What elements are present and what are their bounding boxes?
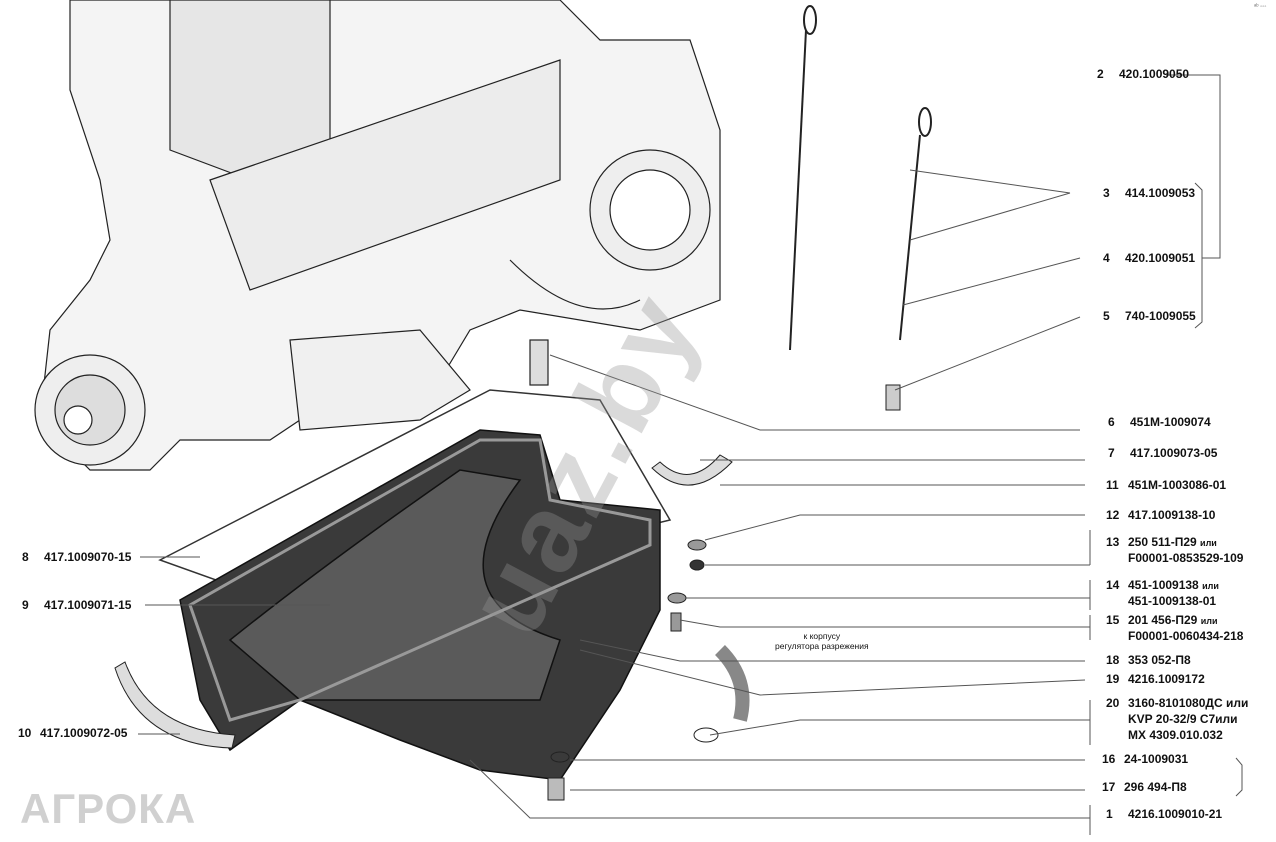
part-code: 296 494-П8 bbox=[1124, 780, 1187, 794]
part-label: 18 353 052-П8 bbox=[1106, 653, 1191, 668]
part-code-alt: MX 4309.010.032 bbox=[1128, 728, 1223, 742]
note-line-1: к корпусу bbox=[803, 631, 841, 641]
small-parts bbox=[547, 539, 750, 801]
part-number: 3 bbox=[1103, 186, 1110, 200]
or-word: или bbox=[1200, 616, 1218, 626]
part-number: 18 bbox=[1106, 653, 1120, 667]
part-number: 7 bbox=[1108, 446, 1115, 460]
part-number: 8 bbox=[22, 550, 29, 564]
part-number: 16 bbox=[1102, 752, 1116, 766]
part-number: 17 bbox=[1102, 780, 1116, 794]
part-number: 15 bbox=[1106, 613, 1120, 627]
part-label: 1 4216.1009010-21 bbox=[1106, 807, 1222, 822]
part-code: 353 052-П8 bbox=[1128, 653, 1191, 667]
part-code: 250 511-П29 bbox=[1128, 535, 1197, 549]
part-number: 2 bbox=[1097, 67, 1104, 81]
part-label: 3 414.1009053 bbox=[1103, 186, 1195, 201]
part-code: 740-1009055 bbox=[1125, 309, 1196, 323]
part-label: 19 4216.1009172 bbox=[1106, 672, 1205, 687]
oil-pan bbox=[179, 429, 661, 781]
part-label: 2 420.1009050 bbox=[1097, 67, 1189, 82]
part-code: 417.1009072-05 bbox=[40, 726, 128, 740]
part-number: 6 bbox=[1108, 415, 1115, 429]
part-number: 13 bbox=[1106, 535, 1120, 549]
engine-block bbox=[34, 0, 721, 471]
part-label: 8 417.1009070-15 bbox=[22, 550, 131, 565]
part-label: 11 451М-1003086-01 bbox=[1106, 478, 1226, 493]
part-code: 417.1009071-15 bbox=[44, 598, 132, 612]
part-number: 20 bbox=[1106, 696, 1120, 710]
part-code: 417.1009138-10 bbox=[1128, 508, 1216, 522]
or-word: или bbox=[1200, 538, 1217, 548]
part-code: 201 456-П29 bbox=[1128, 613, 1198, 627]
leader-lines bbox=[138, 74, 1243, 835]
part-label: 12 417.1009138-10 bbox=[1106, 508, 1215, 523]
part-label: 6 451М-1009074 bbox=[1108, 415, 1211, 430]
part-number: 12 bbox=[1106, 508, 1120, 522]
part-code-alt: F00001-0060434-218 bbox=[1128, 629, 1244, 643]
part-code: 414.1009053 bbox=[1125, 186, 1196, 200]
part-code: 24-1009031 bbox=[1124, 752, 1189, 766]
part-label: 10 417.1009072-05 bbox=[18, 726, 127, 741]
vacuum-regulator-note: к корпусу регулятора разрежения bbox=[775, 631, 869, 651]
part-label: 17 296 494-П8 bbox=[1102, 780, 1187, 795]
corner-mark: ᵃᵇ ◦◦◦ bbox=[1254, 4, 1267, 10]
part-number: 9 bbox=[22, 598, 29, 612]
part-code: 420.1009050 bbox=[1119, 67, 1190, 81]
part-code: 4216.1009172 bbox=[1128, 672, 1205, 686]
part-number: 4 bbox=[1103, 251, 1110, 265]
agroka-logo: АГРОКА bbox=[20, 785, 197, 832]
part-number: 19 bbox=[1106, 672, 1120, 686]
part-number: 5 bbox=[1103, 309, 1110, 323]
part-code: 3160-8101080ДС или bbox=[1128, 696, 1249, 710]
part-code-alt: KVP 20-32/9 C7или bbox=[1128, 712, 1238, 726]
part-label: 9 417.1009071-15 bbox=[22, 598, 131, 613]
part-label: 5 740-1009055 bbox=[1103, 309, 1196, 324]
part-label: 16 24-1009031 bbox=[1102, 752, 1188, 767]
part-number: 14 bbox=[1106, 578, 1120, 592]
part-code: 4216.1009010-21 bbox=[1128, 807, 1223, 821]
part-code: 420.1009051 bbox=[1125, 251, 1196, 265]
part-code-alt: 451-1009138-01 bbox=[1128, 594, 1217, 608]
part-code: 417.1009073-05 bbox=[1130, 446, 1218, 460]
part-code: 451-1009138 bbox=[1128, 578, 1199, 592]
part-code: 417.1009070-15 bbox=[44, 550, 132, 564]
seal-part-10 bbox=[114, 661, 236, 749]
part-label: 14 451-1009138 или 451-1009138-01 bbox=[1106, 578, 1219, 609]
part-code: 451М-1009074 bbox=[1130, 415, 1211, 429]
seal-part-11 bbox=[651, 454, 733, 486]
part-code-alt: F00001-0853529-109 bbox=[1128, 551, 1244, 565]
part-label: 4 420.1009051 bbox=[1103, 251, 1195, 266]
part-label: 7 417.1009073-05 bbox=[1108, 446, 1217, 461]
note-line-2: регулятора разрежения bbox=[775, 641, 869, 651]
part-number: 1 bbox=[1106, 807, 1113, 821]
or-word: или bbox=[1202, 581, 1219, 591]
part-number: 11 bbox=[1106, 478, 1119, 492]
part-code: 451М-1003086-01 bbox=[1128, 478, 1227, 492]
dipsticks bbox=[789, 5, 932, 411]
part-number: 10 bbox=[18, 726, 32, 740]
